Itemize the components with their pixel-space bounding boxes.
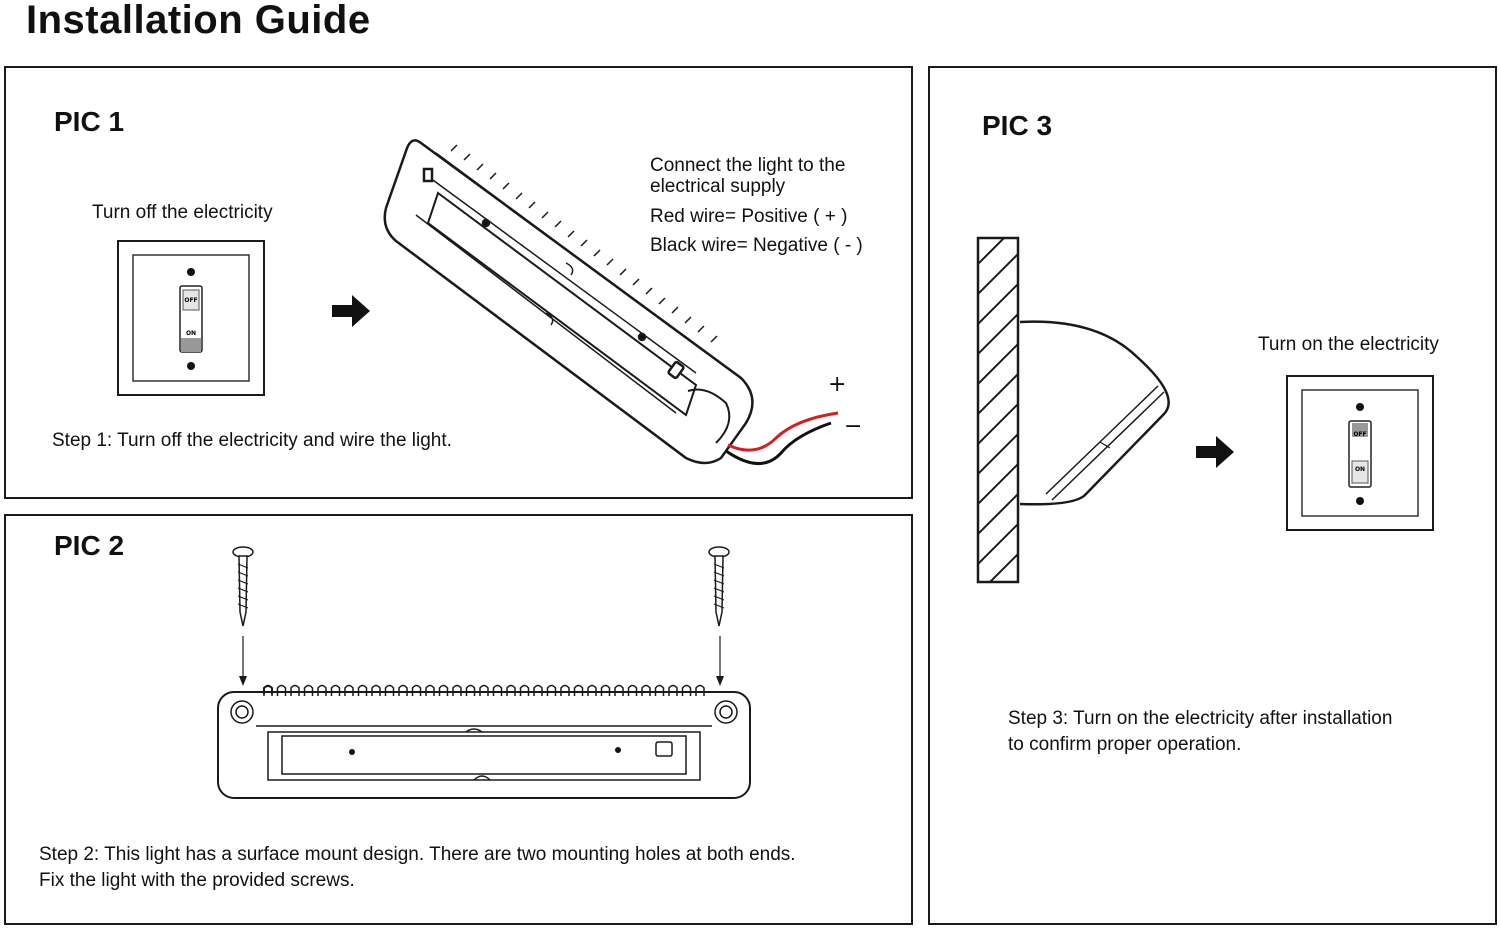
pic2-label: PIC 2	[54, 530, 125, 561]
wall-hatch-icon	[976, 236, 1170, 584]
step3-line1: Step 3: Turn on the electricity after in…	[1008, 708, 1393, 729]
step2-line1: Step 2: This light has a surface mount d…	[39, 844, 796, 865]
led-light-bar-icon	[217, 684, 751, 799]
turn-off-caption: Turn off the electricity	[92, 202, 273, 223]
light-switch-icon: OFF ON	[1286, 375, 1434, 531]
arrow-right-icon	[332, 295, 370, 327]
switch-off-text: OFF	[184, 297, 197, 304]
pic1-label: PIC 1	[54, 106, 125, 137]
heatsink-fins	[263, 684, 705, 696]
switch-on-text: ON	[1355, 466, 1365, 473]
switch-off-text: OFF	[1353, 431, 1366, 438]
plus-sign: +	[828, 372, 846, 397]
turn-on-caption: Turn on the electricity	[1258, 334, 1439, 355]
connect-line2: electrical supply	[650, 176, 786, 197]
black-wire-text: Black wire= Negative ( - )	[650, 235, 863, 256]
led-light-bar-icon: + −	[383, 139, 862, 465]
switch-on-text: ON	[186, 330, 196, 337]
connect-line1: Connect the light to the	[650, 155, 846, 176]
down-arrow-icon	[239, 636, 247, 686]
step2-line2: Fix the light with the provided screws.	[39, 870, 355, 891]
minus-sign: −	[844, 414, 862, 439]
page-title: Installation Guide	[26, 0, 371, 42]
step1-text: Step 1: Turn off the electricity and wir…	[52, 430, 452, 451]
pic3-panel: PIC 3 Turn on the electricity OFF ON Ste…	[928, 66, 1497, 925]
screw-icon	[232, 546, 254, 627]
arrow-right-icon	[1196, 436, 1234, 468]
light-switch-icon: OFF ON	[117, 240, 265, 396]
pic2-panel: PIC 2	[4, 514, 913, 925]
pic1-panel: PIC 1 Turn off the electricity OFF ON	[4, 66, 913, 499]
screw-icon	[708, 546, 730, 627]
step3-line2: to confirm proper operation.	[1008, 734, 1242, 755]
red-wire-text: Red wire= Positive ( + )	[650, 206, 848, 227]
down-arrow-icon	[716, 636, 724, 686]
pic3-label: PIC 3	[982, 110, 1053, 141]
